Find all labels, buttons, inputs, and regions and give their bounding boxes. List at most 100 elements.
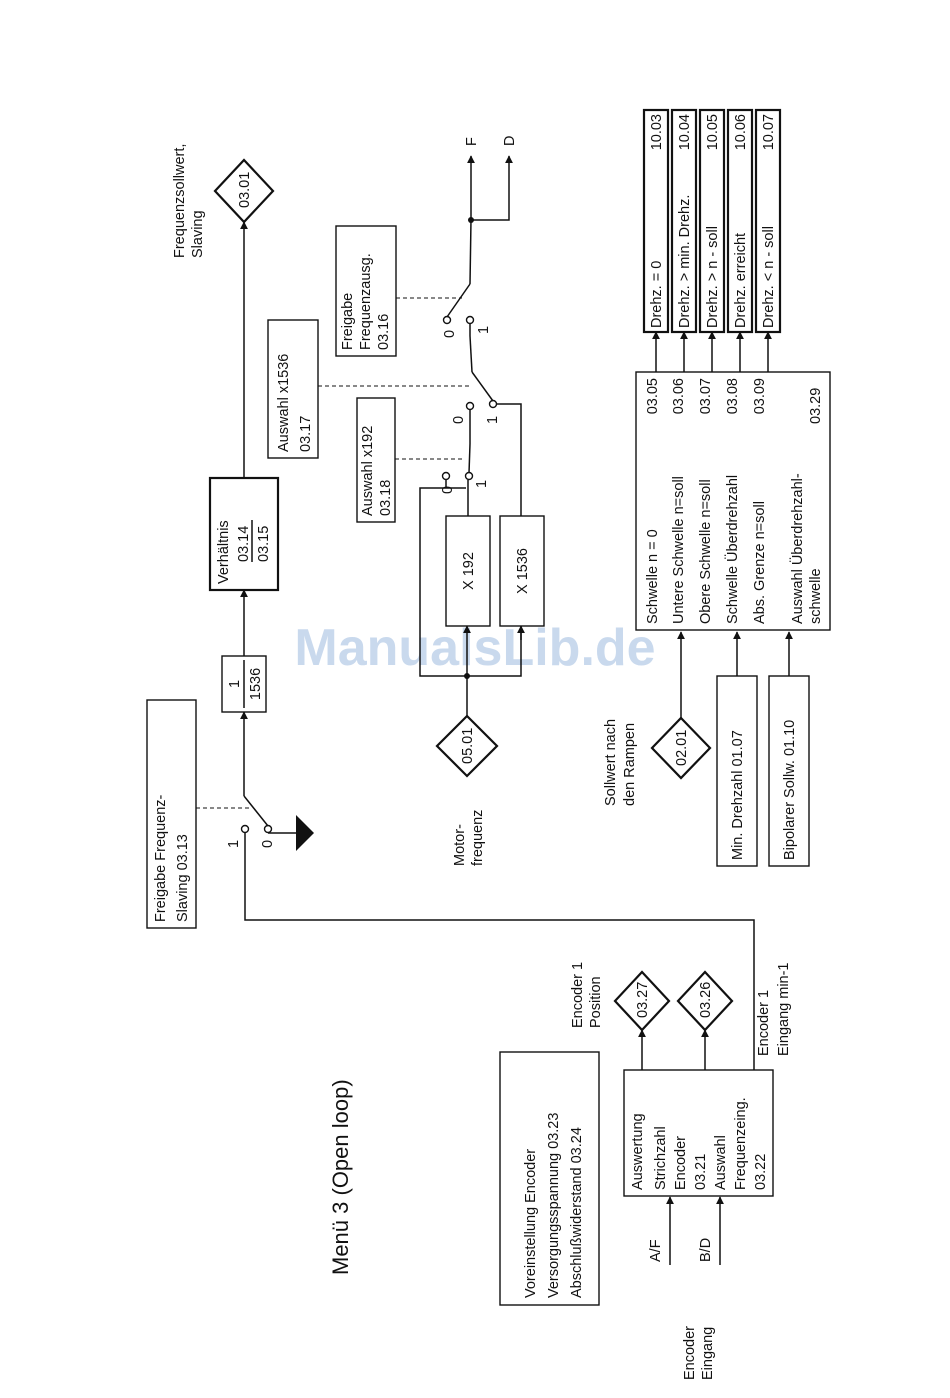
freq-output-enable-box: Freigabe Frequenzausg. 03.16: [335, 225, 397, 357]
x1536-out-line: [469, 335, 473, 373]
to-x1536-line: [467, 626, 522, 677]
svg-text:03.01: 03.01: [237, 172, 253, 208]
svg-text:Auswahl x192: Auswahl x192: [360, 426, 376, 516]
x1536-box: X 1536: [499, 515, 545, 627]
status-output-label: Drehz. > min. Drehz.: [677, 195, 693, 328]
svg-text:Strichzahl: Strichzahl: [653, 1126, 669, 1190]
min-speed-box: Min. Drehzahl 01.07: [716, 675, 758, 867]
status-output-box: [642, 108, 670, 334]
svg-text:schwelle: schwelle: [808, 568, 824, 624]
svg-text:03.14: 03.14: [236, 526, 252, 562]
motor-freq-label: Motor- frequenz: [452, 810, 486, 866]
svg-text:Auswahl x1536: Auswahl x1536: [276, 354, 292, 452]
svg-text:Encoder 1: Encoder 1: [570, 962, 586, 1028]
freq-ref-label: Frequenzsollwert, Slaving: [172, 144, 206, 258]
svg-text:Auswahl: Auswahl: [713, 1135, 729, 1190]
svg-text:Motor-: Motor-: [452, 824, 468, 866]
svg-text:1: 1: [476, 326, 492, 334]
freq-ref-diamond: 03.01: [213, 158, 275, 224]
bypass-line: [419, 487, 467, 677]
bipolar-box: Bipolarer Sollw. 01.10: [768, 675, 810, 867]
svg-text:1536: 1536: [248, 668, 264, 700]
svg-text:0: 0: [260, 840, 276, 848]
encoder-feedback-line: [244, 833, 755, 1070]
encoder-rate-label: Encoder 1 Eingang min-1: [756, 963, 792, 1057]
threshold-row-code: 03.05: [645, 378, 661, 414]
svg-text:Freigabe Frequenz-: Freigabe Frequenz-: [153, 794, 169, 922]
x1536-switch: 0 1: [451, 371, 522, 516]
svg-text:Eingang min-1: Eingang min-1: [776, 963, 792, 1057]
svg-text:Auswahl Überdrehzahl-: Auswahl Überdrehzahl-: [788, 473, 806, 624]
svg-text:03.22: 03.22: [753, 1154, 769, 1190]
output-d-label: D: [502, 136, 518, 146]
encoder-rate-diamond: 03.26: [676, 970, 734, 1032]
svg-text:frequenz: frequenz: [470, 810, 486, 866]
svg-text:03.17: 03.17: [298, 416, 314, 452]
ratio-box: Verhältnis 03.14 03.15: [208, 476, 280, 592]
encoder-preset-box: Voreinstellung Encoder Versorgungsspannu…: [499, 1051, 600, 1306]
svg-text:Eingang: Eingang: [700, 1327, 716, 1380]
svg-text:0: 0: [442, 330, 458, 338]
svg-text:0: 0: [440, 486, 456, 494]
x192-switch: 0 1: [440, 443, 490, 516]
svg-text:den Rampen: den Rampen: [622, 723, 638, 806]
svg-text:Frequenzausg.: Frequenzausg.: [358, 253, 374, 350]
threshold-row-label: Abs. Grenze n=soll: [752, 501, 768, 624]
input-af-label: A/F: [648, 1239, 664, 1262]
svg-text:X 1536: X 1536: [515, 548, 531, 594]
svg-text:03.15: 03.15: [256, 526, 272, 562]
status-output-label: Drehz. = 0: [649, 261, 665, 328]
svg-text:Encoder: Encoder: [673, 1136, 689, 1190]
svg-text:1: 1: [226, 840, 242, 848]
status-output-box: [754, 108, 782, 334]
svg-text:03.21: 03.21: [693, 1154, 709, 1190]
threshold-row-code: 03.08: [725, 378, 741, 414]
svg-text:Encoder: Encoder: [682, 1326, 698, 1380]
svg-text:03.16: 03.16: [376, 314, 392, 350]
svg-text:Verhältnis: Verhältnis: [216, 520, 232, 584]
svg-text:Encoder 1: Encoder 1: [756, 990, 772, 1056]
output-f-label: F: [464, 137, 480, 146]
svg-text:0: 0: [451, 416, 467, 424]
svg-text:1: 1: [485, 416, 501, 424]
svg-text:Slaving 03.13: Slaving 03.13: [175, 834, 191, 922]
threshold-row-code: 03.06: [671, 378, 687, 414]
svg-text:Frequenzsollwert,: Frequenzsollwert,: [172, 144, 188, 258]
encoder-position-diamond: 03.27: [613, 970, 671, 1032]
select-x1536-box: Auswahl x1536 03.17: [267, 319, 319, 459]
slaving-enable-box: Freigabe Frequenz- Slaving 03.13: [146, 699, 197, 929]
status-output-box: [726, 108, 754, 334]
status-output-code: 10.06: [733, 114, 749, 150]
status-output-label: Drehz. < n - soll: [761, 226, 777, 328]
threshold-row-code: 03.07: [698, 378, 714, 414]
svg-text:03.27: 03.27: [635, 982, 651, 1018]
x192-box: X 192: [445, 515, 491, 627]
freq-output-switch: 0 1: [442, 283, 492, 338]
divider-box: 1 1536: [221, 655, 267, 713]
select-x192-box: Auswahl x192 03.18: [356, 397, 396, 523]
freq-output-line: [469, 219, 472, 285]
motor-freq-diamond: 05.01: [435, 714, 499, 778]
status-output-code: 10.04: [677, 114, 693, 150]
output-d-arrow: [471, 155, 513, 221]
threshold-row-label: Schwelle Überdrehzahl: [723, 475, 741, 624]
svg-text:Position: Position: [588, 976, 604, 1028]
svg-text:03.29: 03.29: [808, 388, 824, 424]
status-output-label: Drehz. erreicht: [733, 233, 749, 328]
svg-text:Bipolarer Sollw. 01.10: Bipolarer Sollw. 01.10: [782, 720, 798, 860]
svg-text:Slaving: Slaving: [190, 210, 206, 258]
status-output-code: 10.07: [761, 114, 777, 150]
status-output-box: [670, 108, 698, 334]
input-bd-label: B/D: [698, 1238, 714, 1262]
svg-text:05.01: 05.01: [460, 728, 476, 764]
svg-text:Sollwert nach: Sollwert nach: [603, 719, 619, 806]
svg-text:Versorgungsspannung 03.23: Versorgungsspannung 03.23: [546, 1113, 562, 1298]
threshold-row-code: 03.09: [752, 378, 768, 414]
threshold-row-label: Untere Schwelle n=soll: [671, 476, 687, 624]
ramp-ref-diamond: 02.01: [650, 716, 712, 780]
slaving-switch: 1 0: [226, 782, 314, 851]
svg-text:Abschlußwiderstand 03.24: Abschlußwiderstand 03.24: [569, 1127, 585, 1298]
ramp-ref-label: Sollwert nach den Rampen: [603, 719, 638, 806]
